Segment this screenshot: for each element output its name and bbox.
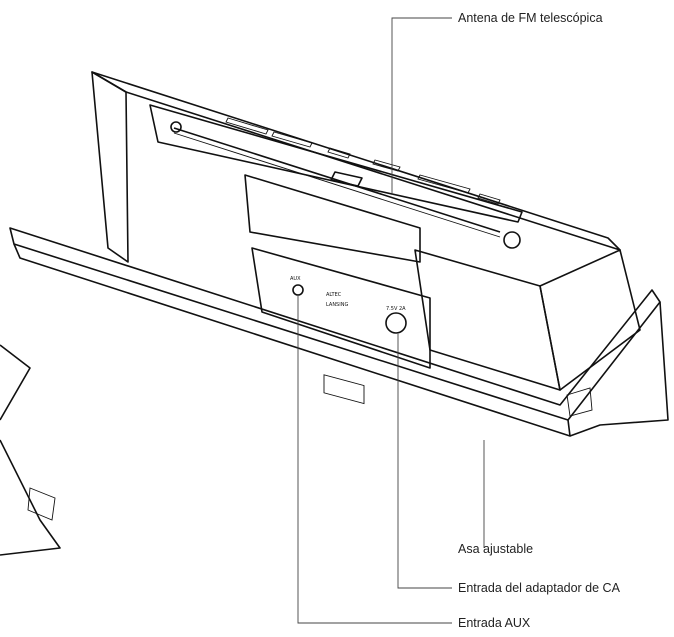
cradle-back xyxy=(244,174,421,263)
callout-handle: Asa ajustable xyxy=(458,440,533,556)
control-strip xyxy=(149,104,523,223)
front-port-panel xyxy=(251,247,431,369)
left-side-panel xyxy=(91,71,129,263)
button-6 xyxy=(477,193,501,205)
unit-top-panel xyxy=(91,71,621,251)
button-2 xyxy=(271,131,313,148)
handle-logo-badge xyxy=(566,387,593,417)
right-speaker-block xyxy=(414,249,561,391)
right-handle-arm xyxy=(569,301,669,437)
callout-antenna: Antena de FM telescópica xyxy=(391,11,603,195)
callout-aux: Entrada AUX xyxy=(297,296,531,630)
brand-logo: ALTEC LANSING xyxy=(323,292,365,405)
right-end-cap xyxy=(539,249,641,391)
callout-ac-adapter: Entrada del adaptador de CA xyxy=(397,334,621,595)
brand-top-label: ALTEC xyxy=(326,292,342,298)
callout-handle-label: Asa ajustable xyxy=(458,542,533,556)
power-port-icon xyxy=(385,312,407,334)
speaker-dock-illustration: AUX ALTEC LANSING 7.5V 2A xyxy=(0,71,669,556)
callout-ac-adapter-label: Entrada del adaptador de CA xyxy=(458,581,621,595)
callout-antenna-label: Antena de FM telescópica xyxy=(458,11,603,25)
handle-front-edge xyxy=(13,243,571,437)
cradle-slot xyxy=(330,171,363,187)
handle-tray xyxy=(9,227,661,421)
button-1 xyxy=(225,117,269,135)
left-partial-speaker xyxy=(0,344,61,556)
left-logo-badge xyxy=(27,487,56,521)
brand-bottom-label: LANSING xyxy=(326,302,348,308)
aux-port-icon xyxy=(292,284,304,296)
power-port-label: 7.5V 2A xyxy=(386,306,406,312)
button-5 xyxy=(417,174,471,194)
callout-aux-label: Entrada AUX xyxy=(458,616,531,630)
aux-port-label: AUX xyxy=(290,276,301,282)
antenna-icon xyxy=(170,121,521,249)
button-3 xyxy=(327,147,351,159)
